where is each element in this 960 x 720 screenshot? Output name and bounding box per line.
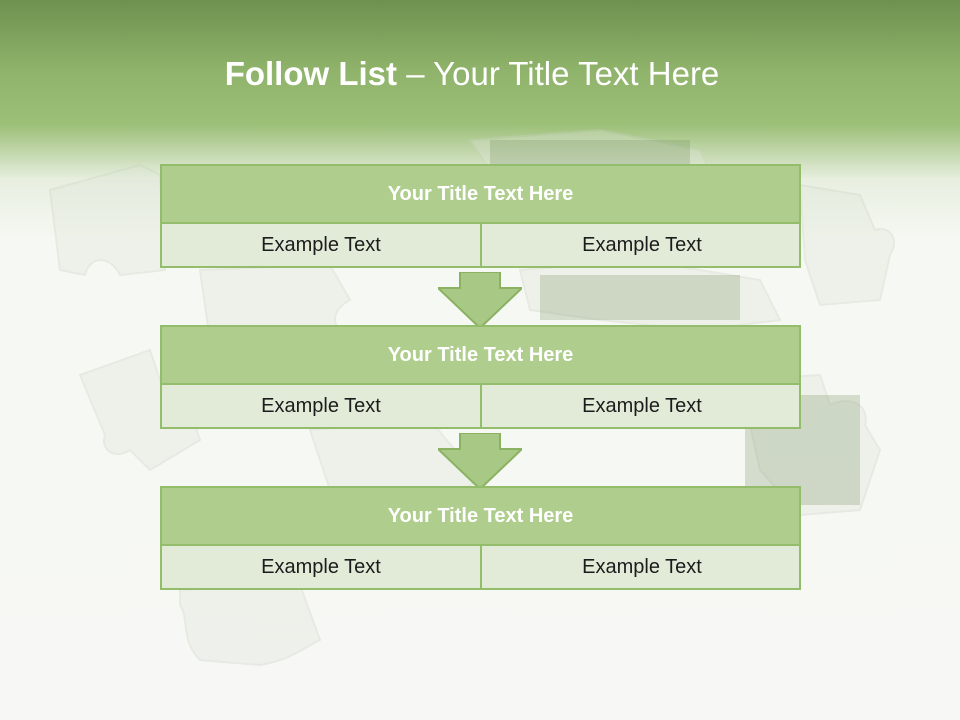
step-title: Your Title Text Here [162, 327, 799, 385]
title-rest-text: – Your Title Text Here [397, 55, 720, 92]
step-right-text: Example Text [582, 394, 702, 417]
slide-title: Follow List – Your Title Text Here [0, 55, 944, 93]
step-box-2: Your Title Text Here Example Text Exampl… [160, 325, 801, 429]
step-title: Your Title Text Here [162, 166, 799, 224]
step-left-text: Example Text [261, 394, 381, 417]
cell-divider [480, 224, 482, 268]
step-right-text: Example Text [582, 233, 702, 256]
step-right-text: Example Text [582, 555, 702, 578]
down-arrow-icon [438, 433, 522, 489]
step-box-1: Your Title Text Here Example Text Exampl… [160, 164, 801, 268]
cell-divider [480, 385, 482, 429]
step-box-3: Your Title Text Here Example Text Exampl… [160, 486, 801, 590]
title-bold-text: Follow List [224, 55, 398, 92]
down-arrow-icon [438, 272, 522, 328]
step-left-text: Example Text [261, 233, 381, 256]
step-title: Your Title Text Here [162, 488, 799, 546]
cell-divider [480, 546, 482, 590]
step-left-text: Example Text [261, 555, 381, 578]
